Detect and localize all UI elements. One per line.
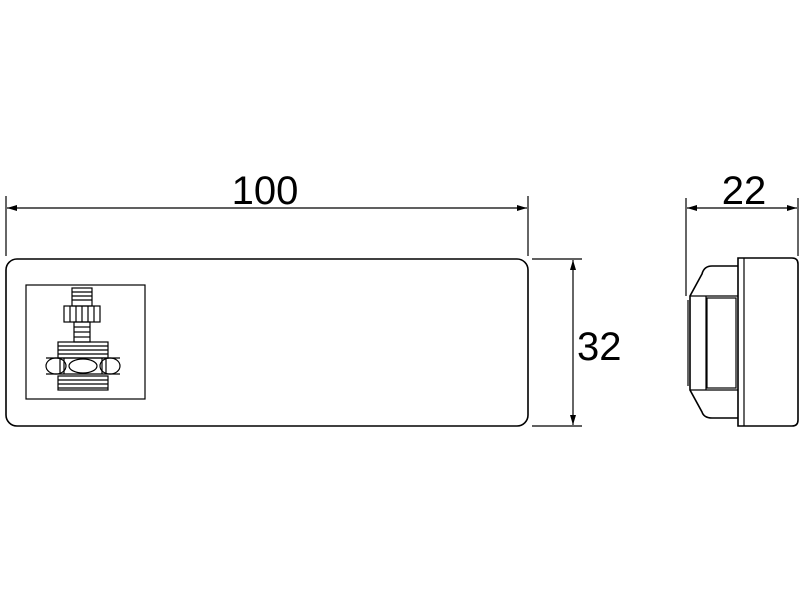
dimension-height: 32 (532, 258, 622, 427)
lamp-body-outline (5, 258, 529, 427)
length-label: 100 (232, 169, 299, 213)
nut-icon (45, 341, 121, 391)
front-view (5, 258, 529, 427)
dimension-depth: 22 (685, 169, 799, 296)
depth-label: 22 (722, 169, 767, 213)
dimension-length: 100 (5, 169, 529, 256)
symbol-box (25, 284, 146, 400)
bolt-icon (63, 287, 101, 343)
side-view (687, 257, 799, 427)
height-label: 32 (577, 325, 622, 369)
